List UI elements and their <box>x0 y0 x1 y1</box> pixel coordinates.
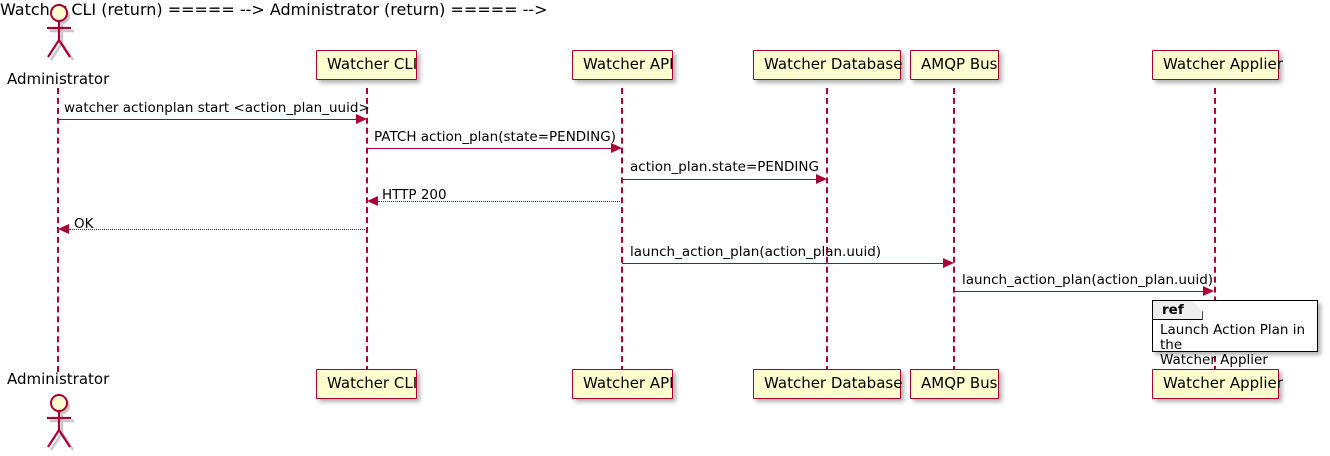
message-line-7 <box>954 291 1203 292</box>
participant-watcher-api-bottom[interactable]: Watcher API <box>572 369 674 399</box>
participant-watcher-applier-bottom[interactable]: Watcher Applier <box>1152 369 1283 399</box>
participant-label: Watcher Database <box>764 55 903 73</box>
participant-label: Watcher CLI <box>327 55 418 73</box>
participant-watcher-cli-top[interactable]: Watcher CLI <box>316 50 417 80</box>
participant-amqp-bus-bottom[interactable]: AMQP Bus <box>910 369 999 399</box>
message-arrowhead-2 <box>611 143 622 153</box>
message-arrowhead-5 <box>58 224 69 234</box>
lifeline-watcher-applier <box>1214 88 1216 372</box>
message-label-2: PATCH action_plan(state=PENDING) <box>374 129 616 145</box>
message-line-5 <box>69 229 367 230</box>
participant-label: Watcher API <box>583 374 674 392</box>
participant-watcher-database-top[interactable]: Watcher Database <box>753 50 903 80</box>
participant-watcher-cli-bottom[interactable]: Watcher CLI <box>316 369 417 399</box>
message-label-3: action_plan.state=PENDING <box>630 159 819 175</box>
participant-watcher-applier-top[interactable]: Watcher Applier <box>1152 50 1283 80</box>
participant-label: Watcher Applier <box>1163 55 1283 73</box>
participant-watcher-database-bottom[interactable]: Watcher Database <box>753 369 903 399</box>
participant-amqp-bus-top[interactable]: AMQP Bus <box>910 50 999 80</box>
actor-administrator-top-label: Administrator <box>7 70 110 88</box>
message-line-3 <box>622 179 816 180</box>
participant-label: AMQP Bus <box>921 374 998 392</box>
participant-label: Watcher Database <box>764 374 903 392</box>
actor-administrator-bottom-label: Administrator <box>7 370 110 388</box>
message-label-7: launch_action_plan(action_plan.uuid) <box>962 272 1214 288</box>
participant-watcher-api-top[interactable]: Watcher API <box>572 50 674 80</box>
lifeline-watcher-cli <box>366 88 368 372</box>
actor-administrator-top-icon <box>47 4 75 61</box>
ref-fragment[interactable]: ref Launch Action Plan in the Watcher Ap… <box>1152 300 1318 368</box>
participant-label: Watcher API <box>583 55 674 73</box>
participant-label: Watcher Applier <box>1163 374 1283 392</box>
lifeline-watcher-database <box>826 88 828 372</box>
message-arrowhead-1 <box>356 114 367 124</box>
ref-fragment-body: Launch Action Plan in the Watcher Applie… <box>1160 322 1306 368</box>
lifeline-watcher-api <box>621 88 623 372</box>
message-line-2 <box>367 148 611 149</box>
message-label-4: HTTP 200 <box>382 187 447 203</box>
message-label-5: OK <box>74 216 94 232</box>
message-arrowhead-3 <box>816 174 827 184</box>
message-line-4 <box>378 201 622 202</box>
participant-label: Watcher CLI <box>327 374 418 392</box>
lifeline-amqp-bus <box>953 88 955 372</box>
participant-label: AMQP Bus <box>921 55 998 73</box>
message-arrowhead-4 <box>367 196 378 206</box>
ref-fragment-tab-label: ref <box>1153 301 1203 320</box>
message-label-6: launch_action_plan(action_plan.uuid) <box>630 244 882 260</box>
message-line-1 <box>58 119 356 120</box>
message-label-1: watcher actionplan start <action_plan_uu… <box>64 100 370 116</box>
message-arrowhead-6 <box>943 258 954 268</box>
actor-administrator-bottom-icon <box>47 394 75 451</box>
message-line-6 <box>622 263 943 264</box>
message-arrowhead-7 <box>1203 286 1214 296</box>
